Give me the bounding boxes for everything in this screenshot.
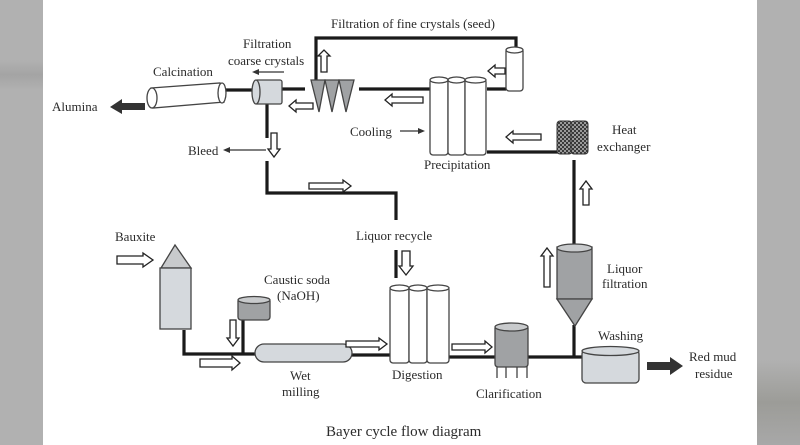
left-side-band (0, 0, 43, 445)
clarifier-tank (494, 322, 529, 378)
digestion-down-arrow (397, 250, 415, 277)
pipe-liquor-recycle (265, 161, 398, 220)
label-heat-exchanger-2: exchanger (597, 139, 651, 154)
precipitation-tanks (429, 76, 487, 156)
calcination-kiln (146, 82, 227, 109)
filter-up-arrow (539, 246, 555, 288)
label-liquor-filtration-1: Liquor (607, 261, 643, 276)
recycle-right-arrow (308, 178, 353, 194)
label-filtration-fine: Filtration of fine crystals (seed) (331, 16, 495, 31)
pipes (182, 36, 584, 359)
fine-crystal-cones (310, 79, 355, 113)
label-caustic-soda-1: Caustic soda (264, 272, 330, 287)
diagram-title: Bayer cycle flow diagram (326, 424, 482, 440)
label-wet-milling-1: Wet (290, 368, 311, 383)
feed-right-arrow (199, 354, 241, 372)
pipe-seed-loop (314, 36, 518, 88)
clarifier-right-arrow (451, 339, 493, 355)
label-digestion: Digestion (392, 367, 443, 382)
seed-up-arrow (316, 49, 332, 73)
label-precipitation: Precipitation (424, 157, 491, 172)
liquor-filter-vessel (555, 243, 594, 328)
seed-left-arrow (487, 63, 506, 79)
label-cooling: Cooling (350, 124, 392, 139)
label-filtration-coarse-2: coarse crystals (228, 53, 304, 68)
bauxite-input-arrow (116, 251, 155, 269)
label-caustic-soda-2: (NaOH) (277, 288, 320, 303)
coarse-filter-drum (251, 79, 283, 105)
bleed-thin-arrow (223, 147, 266, 153)
labels: Filtration of fine crystals (seed) Filtr… (52, 16, 737, 440)
red-mud-output-arrow (647, 357, 683, 375)
digestion-tanks (389, 284, 450, 364)
alumina-output-arrow (110, 99, 145, 114)
label-calcination: Calcination (153, 64, 213, 79)
label-washing: Washing (598, 328, 644, 343)
label-bauxite: Bauxite (115, 229, 156, 244)
flow-arrows (110, 49, 683, 375)
label-red-mud-1: Red mud (689, 349, 737, 364)
mill-right-arrow (345, 336, 389, 352)
cooling-thin-arrow (400, 128, 425, 134)
hx-up-arrow (578, 179, 594, 206)
caustic-soda-tank (237, 295, 271, 321)
label-clarification: Clarification (476, 386, 542, 401)
bleed-down-arrow (266, 132, 282, 159)
label-alumina: Alumina (52, 99, 98, 114)
label-liquor-recycle: Liquor recycle (356, 228, 432, 243)
right-side-band (757, 0, 800, 445)
pipe-hopper-mill (182, 330, 255, 356)
precip-in-left-arrow (384, 92, 424, 108)
label-bleed: Bleed (188, 143, 219, 158)
wet-mill (254, 343, 353, 363)
filter-left-arrow (288, 98, 314, 114)
label-liquor-filtration-2: filtration (602, 276, 648, 291)
hx-left-arrow (505, 129, 542, 145)
heat-exchanger (556, 120, 589, 155)
label-wet-milling-2: milling (282, 384, 320, 399)
seed-filter-tank (505, 46, 524, 92)
label-heat-exchanger-1: Heat (612, 122, 637, 137)
washing-tank (581, 345, 640, 384)
label-red-mud-2: residue (695, 366, 733, 381)
bauxite-hopper (159, 243, 193, 330)
coarse-thin-arrow (252, 69, 284, 75)
caustic-down-arrow (225, 319, 241, 348)
label-filtration-coarse-1: Filtration (243, 36, 292, 51)
